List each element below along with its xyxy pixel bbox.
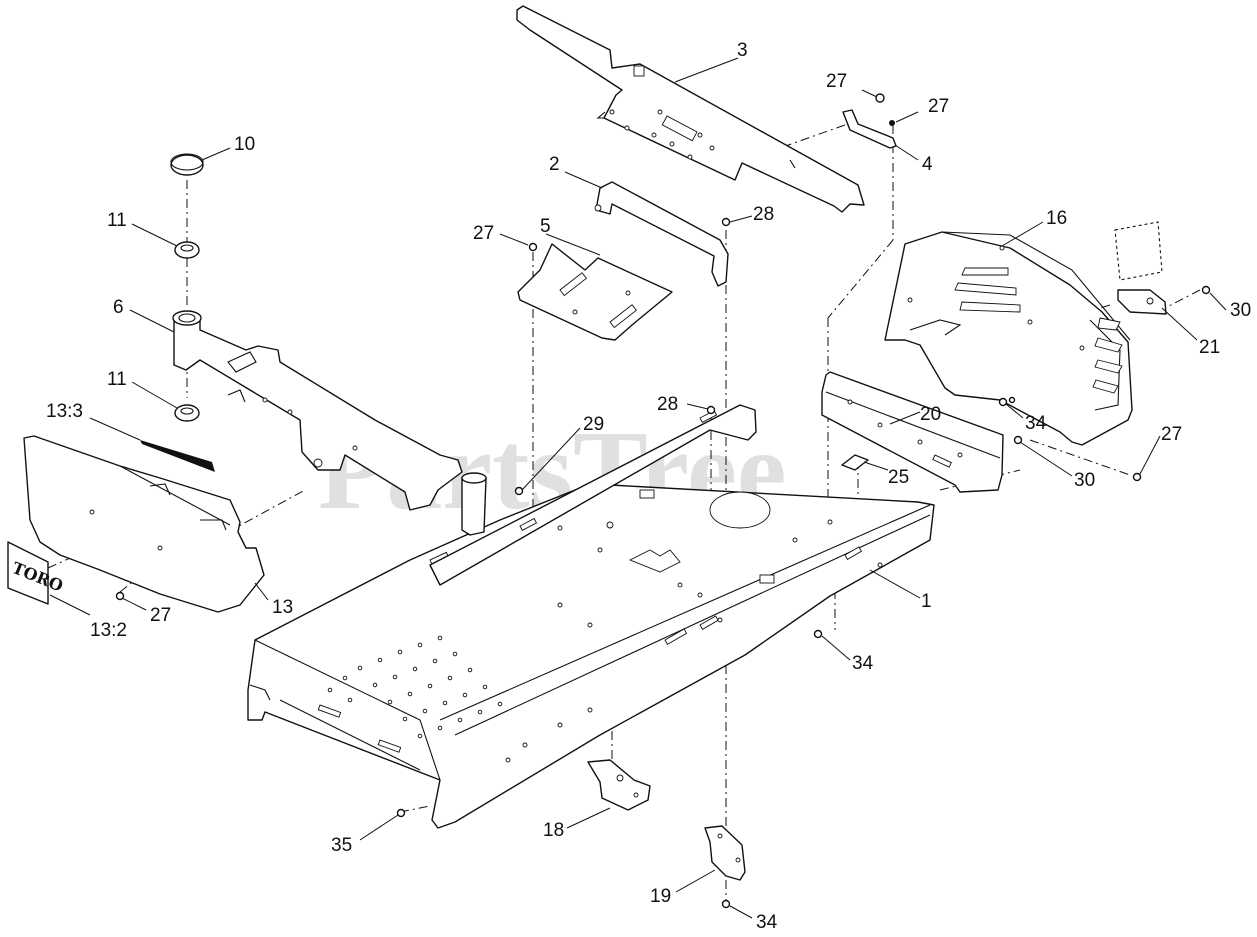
part-21-hinge <box>1114 221 1167 315</box>
part-10-cap <box>170 153 204 176</box>
callout-labels: 3 27 27 4 10 2 28 16 11 27 5 30 6 21 11 … <box>46 40 1251 933</box>
callout-11-upper: 11 <box>107 210 127 231</box>
part-13-3-decal-strip <box>140 440 215 472</box>
part-4-clip <box>842 109 897 149</box>
part-16-seat-pan <box>884 231 1133 446</box>
callout-34-frame: 34 <box>852 653 874 674</box>
callout-leaders <box>49 57 1227 919</box>
part-19-bracket <box>704 825 746 881</box>
callout-13-2: 13:2 <box>90 620 127 641</box>
part-20-mount-plate <box>821 371 1004 493</box>
callout-16: 16 <box>1046 208 1067 229</box>
callout-34-bottom: 34 <box>756 912 778 933</box>
callout-18: 18 <box>543 820 564 841</box>
callout-13: 13 <box>272 597 293 618</box>
part-18-bracket <box>587 759 651 811</box>
part-2-strap <box>594 181 729 287</box>
part-11-bushing-lower <box>174 404 200 422</box>
callout-11-lower: 11 <box>107 369 127 390</box>
part-13-cover-panel <box>23 435 265 613</box>
callout-20: 20 <box>920 404 941 425</box>
callout-29: 29 <box>583 414 604 435</box>
callout-35: 35 <box>331 835 352 856</box>
callout-30-plate: 30 <box>1074 470 1095 491</box>
part-1-main-frame <box>247 479 935 829</box>
callout-30-hinge: 30 <box>1230 300 1251 321</box>
part-6-steering-arm <box>172 310 463 511</box>
callout-5: 5 <box>540 216 551 237</box>
part-5-plate <box>517 243 673 341</box>
fasteners <box>115 93 1211 909</box>
callout-27-plate: 27 <box>473 223 494 244</box>
callout-25: 25 <box>888 467 909 488</box>
part-25-spacer <box>841 454 869 471</box>
callout-28-lower: 28 <box>657 394 678 415</box>
callout-21: 21 <box>1199 337 1220 358</box>
callout-27-cover: 27 <box>150 605 171 626</box>
part-3-upper-bracket <box>516 5 865 213</box>
callout-1: 1 <box>921 591 932 612</box>
callout-27-top: 27 <box>826 71 847 92</box>
callout-6: 6 <box>113 297 124 318</box>
callout-13-3: 13:3 <box>46 401 83 422</box>
callout-27-right: 27 <box>1161 424 1182 445</box>
footrest-perforations <box>327 635 503 739</box>
part-11-bushing-upper <box>174 241 200 259</box>
callout-10: 10 <box>234 134 255 155</box>
callout-4: 4 <box>922 154 933 175</box>
callout-2: 2 <box>549 154 560 175</box>
callout-3: 3 <box>737 40 748 61</box>
steering-post <box>461 472 487 536</box>
callout-34-right: 34 <box>1025 413 1047 434</box>
callout-19: 19 <box>650 886 671 907</box>
callout-27-clip: 27 <box>928 96 949 117</box>
callout-28-upper: 28 <box>753 204 774 225</box>
